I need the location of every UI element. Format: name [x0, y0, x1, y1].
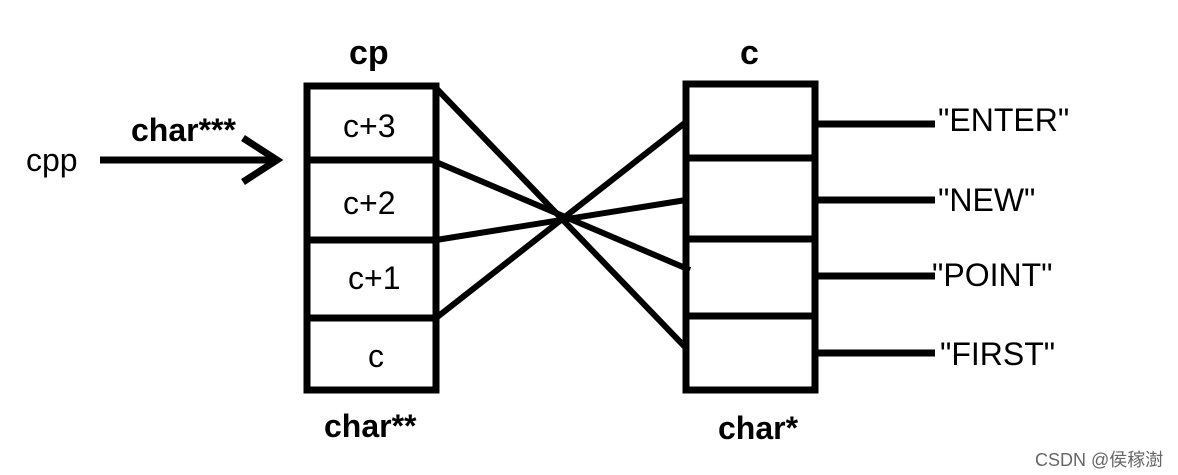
cp-cell-3: c: [368, 338, 384, 374]
cpp-label: cpp: [26, 142, 78, 178]
cp-title: cp: [349, 34, 389, 72]
string-first: "FIRST": [940, 336, 1056, 372]
pointer-line-c: [434, 119, 688, 321]
cp-type-label: char**: [324, 408, 417, 444]
string-enter: "ENTER": [938, 102, 1070, 138]
string-new: "NEW": [938, 182, 1036, 218]
cp-cell-1: c+2: [343, 185, 396, 221]
c-type-label: char*: [718, 410, 799, 446]
c-title: c: [740, 34, 759, 72]
watermark: CSDN @侯稼澍: [1035, 450, 1164, 470]
cp-cell-0: c+3: [343, 108, 396, 144]
cpp-arrow-head: [241, 135, 284, 185]
cp-cell-2: c+1: [348, 260, 401, 296]
cpp-type-label: char***: [131, 112, 236, 148]
string-point: "POINT": [932, 257, 1053, 293]
